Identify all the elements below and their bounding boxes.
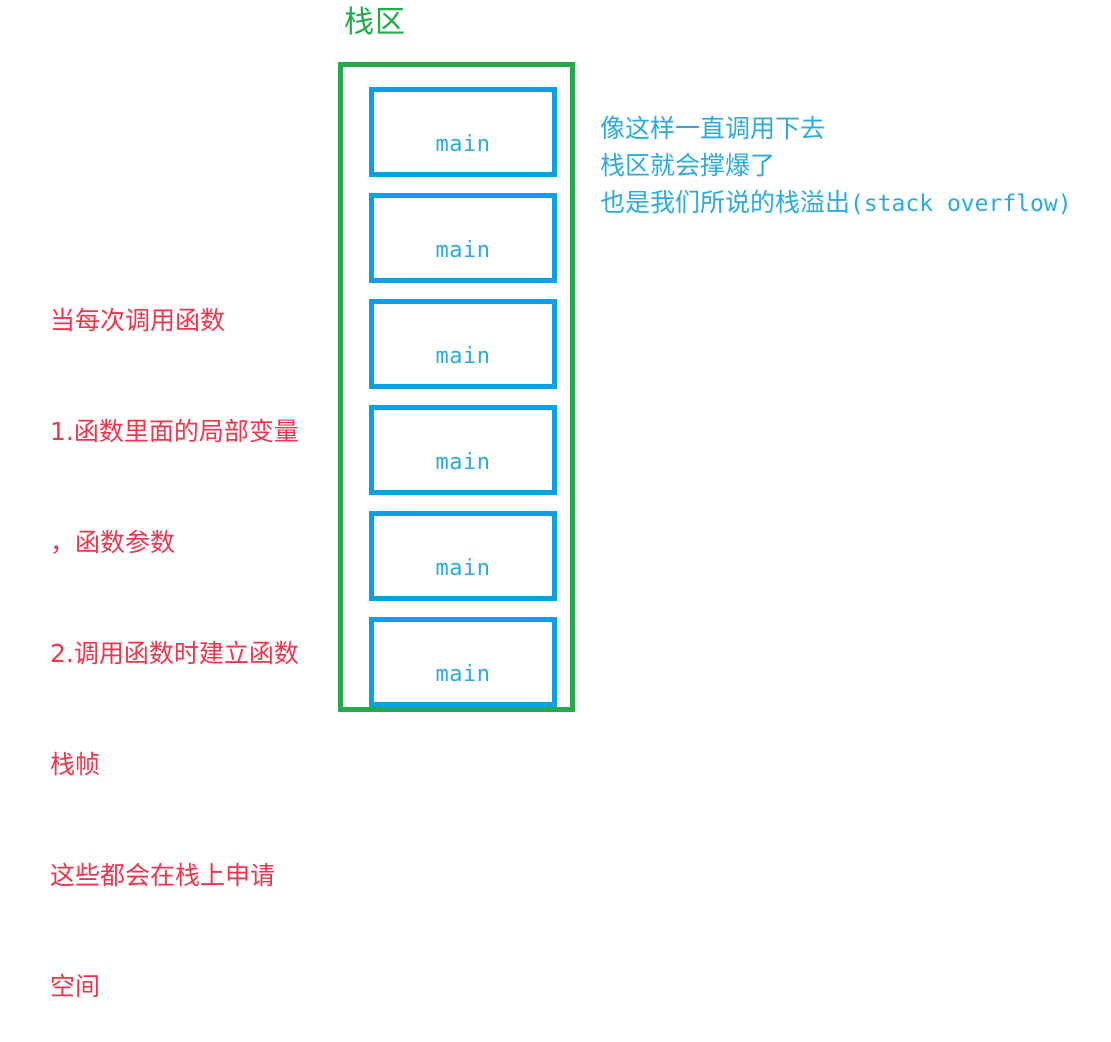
stack-frame: main xyxy=(369,193,557,283)
stack-frame-label: main xyxy=(435,662,491,687)
left-annotation-line: 空间 xyxy=(50,972,101,1001)
stack-region-title: 栈区 xyxy=(344,5,406,40)
left-annotation-line: 栈帧 xyxy=(50,750,101,779)
stack-region: main main main main main main xyxy=(338,62,575,712)
right-annotation-line: 栈区就会撑爆了 xyxy=(600,151,776,180)
stack-frame: main xyxy=(369,299,557,389)
stack-frame: main xyxy=(369,511,557,601)
stack-frame-list: main main main main main main xyxy=(369,87,557,707)
left-annotation-line: 1.函数里面的局部变量 xyxy=(50,417,299,446)
right-annotation-line-overflow: 也是我们所说的栈溢出(stack overflow) xyxy=(600,184,1105,223)
stack-frame: main xyxy=(369,405,557,495)
right-annotation-overflow-text: 也是我们所说的栈溢出 xyxy=(600,188,851,217)
left-annotation-line: 这些都会在栈上申请 xyxy=(50,861,276,890)
stack-frame-label: main xyxy=(435,556,491,581)
right-annotation-overflow-code: (stack overflow) xyxy=(850,191,1072,217)
stack-frame-label: main xyxy=(435,344,491,369)
left-annotation-line: 当每次调用函数 xyxy=(50,306,226,335)
right-annotation-line: 像这样一直调用下去 xyxy=(600,114,826,143)
right-annotation: 像这样一直调用下去 栈区就会撑爆了 也是我们所说的栈溢出(stack overf… xyxy=(600,110,1105,223)
stack-frame-label: main xyxy=(435,132,491,157)
stack-frame: main xyxy=(369,87,557,177)
stack-frame: main xyxy=(369,617,557,707)
left-annotation-line: 2.调用函数时建立函数 xyxy=(50,639,299,668)
left-annotation: 当每次调用函数 1.函数里面的局部变量 ，函数参数 2.调用函数时建立函数 栈帧… xyxy=(50,228,340,1042)
stack-frame-label: main xyxy=(435,238,491,263)
left-annotation-line: ，函数参数 xyxy=(50,528,176,557)
stack-frame-label: main xyxy=(435,450,491,475)
